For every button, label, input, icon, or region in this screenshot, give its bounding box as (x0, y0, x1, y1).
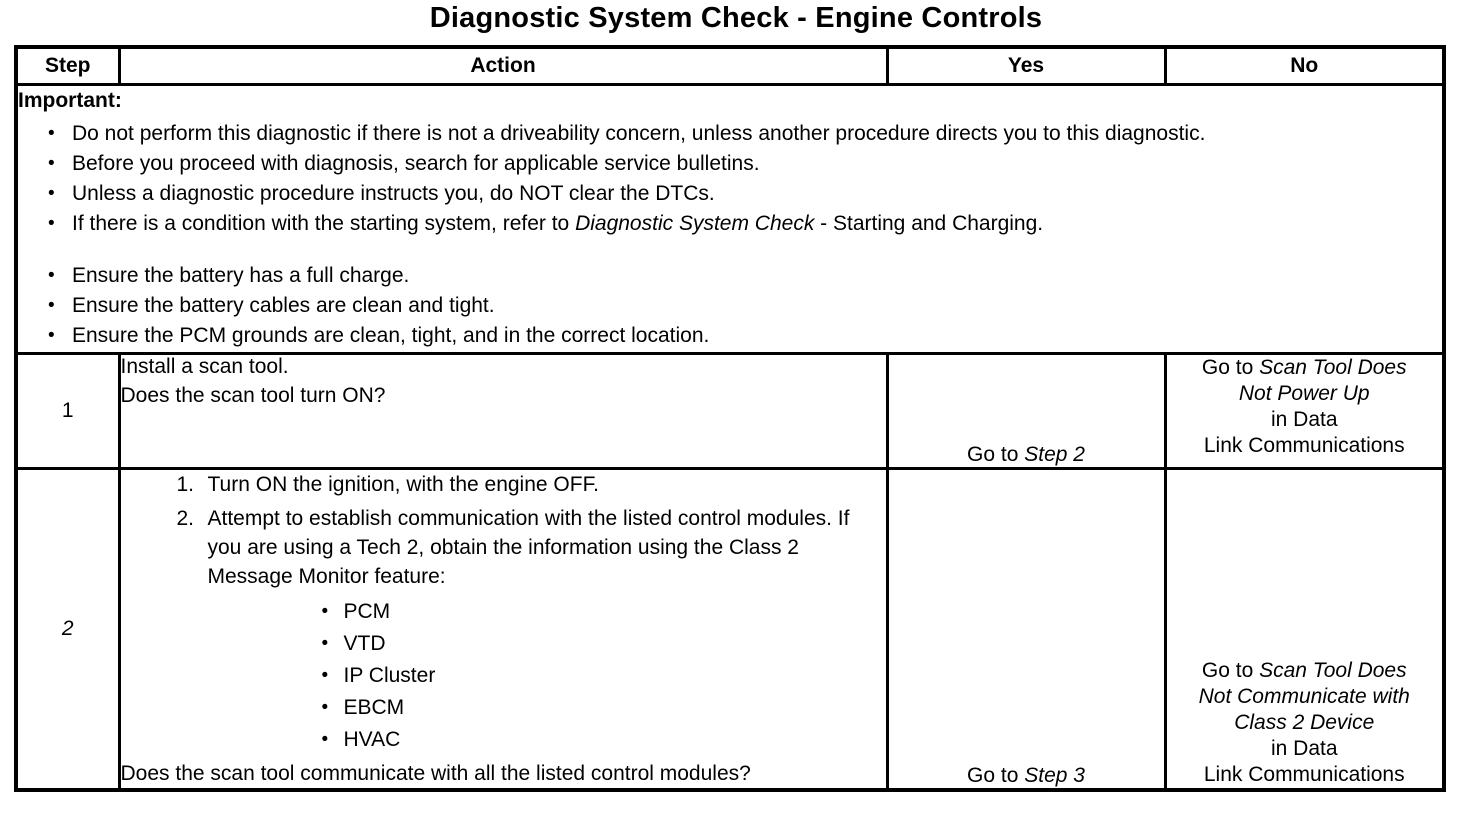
bullet-text: Do not perform this diagnostic if there … (72, 122, 1206, 145)
module-item: EBCM (322, 692, 886, 724)
goto-line: in Data (1270, 737, 1338, 760)
goto-text: Go to (1201, 659, 1260, 682)
module-name: VTD (343, 632, 386, 655)
important-bullet: Do not perform this diagnostic if there … (46, 119, 1442, 149)
bullet-text: If there is a condition with the startin… (72, 212, 576, 235)
table-row-step-2: 2 1. Turn ON the ignition, with the engi… (14, 467, 1446, 792)
module-name: HVAC (343, 728, 401, 751)
module-name: IP Cluster (343, 664, 436, 687)
goto-target: Step 2 (1024, 443, 1085, 466)
goto-text: Go to (967, 764, 1025, 787)
important-section: Important: Do not perform this diagnosti… (14, 83, 1446, 355)
action-cell: Install a scan tool. Does the scan tool … (117, 352, 889, 470)
header-action: Action (117, 45, 889, 86)
bullet-text: Ensure the battery has a full charge. (72, 264, 410, 287)
goto-target: Class 2 Device (1234, 711, 1375, 734)
step-ordinal: 1. (176, 473, 195, 496)
important-bullet: If there is a condition with the startin… (46, 209, 1442, 239)
step-text: Attempt to establish communication with … (207, 507, 850, 588)
important-bullet: Before you proceed with diagnosis, searc… (46, 149, 1442, 179)
header-step: Step (14, 45, 121, 86)
goto-target: Scan Tool Does (1259, 659, 1407, 682)
no-cell: Go to Scan Tool Does Not Power Up in Dat… (1163, 352, 1446, 470)
module-item: HVAC (322, 724, 886, 756)
goto-text: Go to (967, 443, 1025, 466)
bullet-text: Before you proceed with diagnosis, searc… (72, 152, 760, 175)
bullet-text: Ensure the PCM grounds are clean, tight,… (72, 324, 710, 347)
important-bullet: Ensure the battery has a full charge. (46, 261, 1442, 291)
goto-line: Class 2 Device (1167, 710, 1443, 736)
yes-cell: Go to Step 2 (885, 352, 1167, 470)
important-bullet: Ensure the PCM grounds are clean, tight,… (46, 321, 1442, 351)
goto-text: Go to (1201, 356, 1260, 379)
goto-line: Go to Scan Tool Does (1167, 355, 1443, 381)
action-line: Install a scan tool. (120, 355, 289, 378)
goto-line: Not Power Up (1167, 381, 1443, 407)
goto-line: Link Communications (1203, 763, 1405, 786)
bullet-text: Ensure the battery cables are clean and … (72, 294, 495, 317)
important-bullet: Ensure the battery cables are clean and … (46, 291, 1442, 321)
yes-cell: Go to Step 3 (885, 467, 1167, 792)
action-cell: 1. Turn ON the ignition, with the engine… (117, 467, 889, 792)
bullet-text: - Starting and Charging. (814, 212, 1044, 235)
step-ordinal: 2. (176, 507, 195, 530)
step-number: 2 (14, 467, 121, 792)
goto-target: Scan Tool Does (1259, 356, 1407, 379)
module-item: PCM (322, 596, 886, 628)
goto-target: Step 3 (1024, 764, 1085, 787)
action-question: Does the scan tool communicate with all … (120, 762, 751, 785)
important-label: Important: (18, 89, 122, 112)
no-cell: Go to Scan Tool Does Not Communicate wit… (1163, 467, 1446, 792)
bullet-text-italic: Diagnostic System Check (575, 212, 815, 235)
table-row-step-1: 1 Install a scan tool. Does the scan too… (14, 352, 1446, 470)
goto-line: Link Communications (1203, 434, 1405, 457)
goto-target: Not Power Up (1238, 382, 1370, 405)
step-text: Turn ON the ignition, with the engine OF… (207, 473, 599, 496)
module-name: EBCM (343, 696, 405, 719)
numbered-step: 2. Attempt to establish communication wi… (177, 504, 886, 591)
diagnostic-table: Step Action Yes No Important: Do not per… (14, 45, 1446, 792)
header-no: No (1163, 45, 1446, 86)
numbered-step: 1. Turn ON the ignition, with the engine… (177, 470, 886, 499)
module-item: IP Cluster (322, 660, 886, 692)
bullet-text: Unless a diagnostic procedure instructs … (72, 182, 715, 205)
step-number: 1 (14, 352, 121, 470)
goto-line: in Data (1270, 408, 1338, 431)
goto-line: Go to Scan Tool Does (1167, 658, 1443, 684)
page-title: Diagnostic System Check - Engine Control… (429, 2, 1043, 34)
important-bullet: Unless a diagnostic procedure instructs … (46, 179, 1442, 209)
action-question: Does the scan tool turn ON? (120, 384, 386, 407)
header-row: Step Action Yes No (14, 45, 1446, 86)
goto-line: Not Communicate with (1167, 684, 1443, 710)
goto-target: Not Communicate with (1198, 685, 1410, 708)
header-yes: Yes (885, 45, 1167, 86)
module-name: PCM (343, 600, 391, 623)
module-item: VTD (322, 628, 886, 660)
important-row: Important: Do not perform this diagnosti… (14, 83, 1446, 355)
